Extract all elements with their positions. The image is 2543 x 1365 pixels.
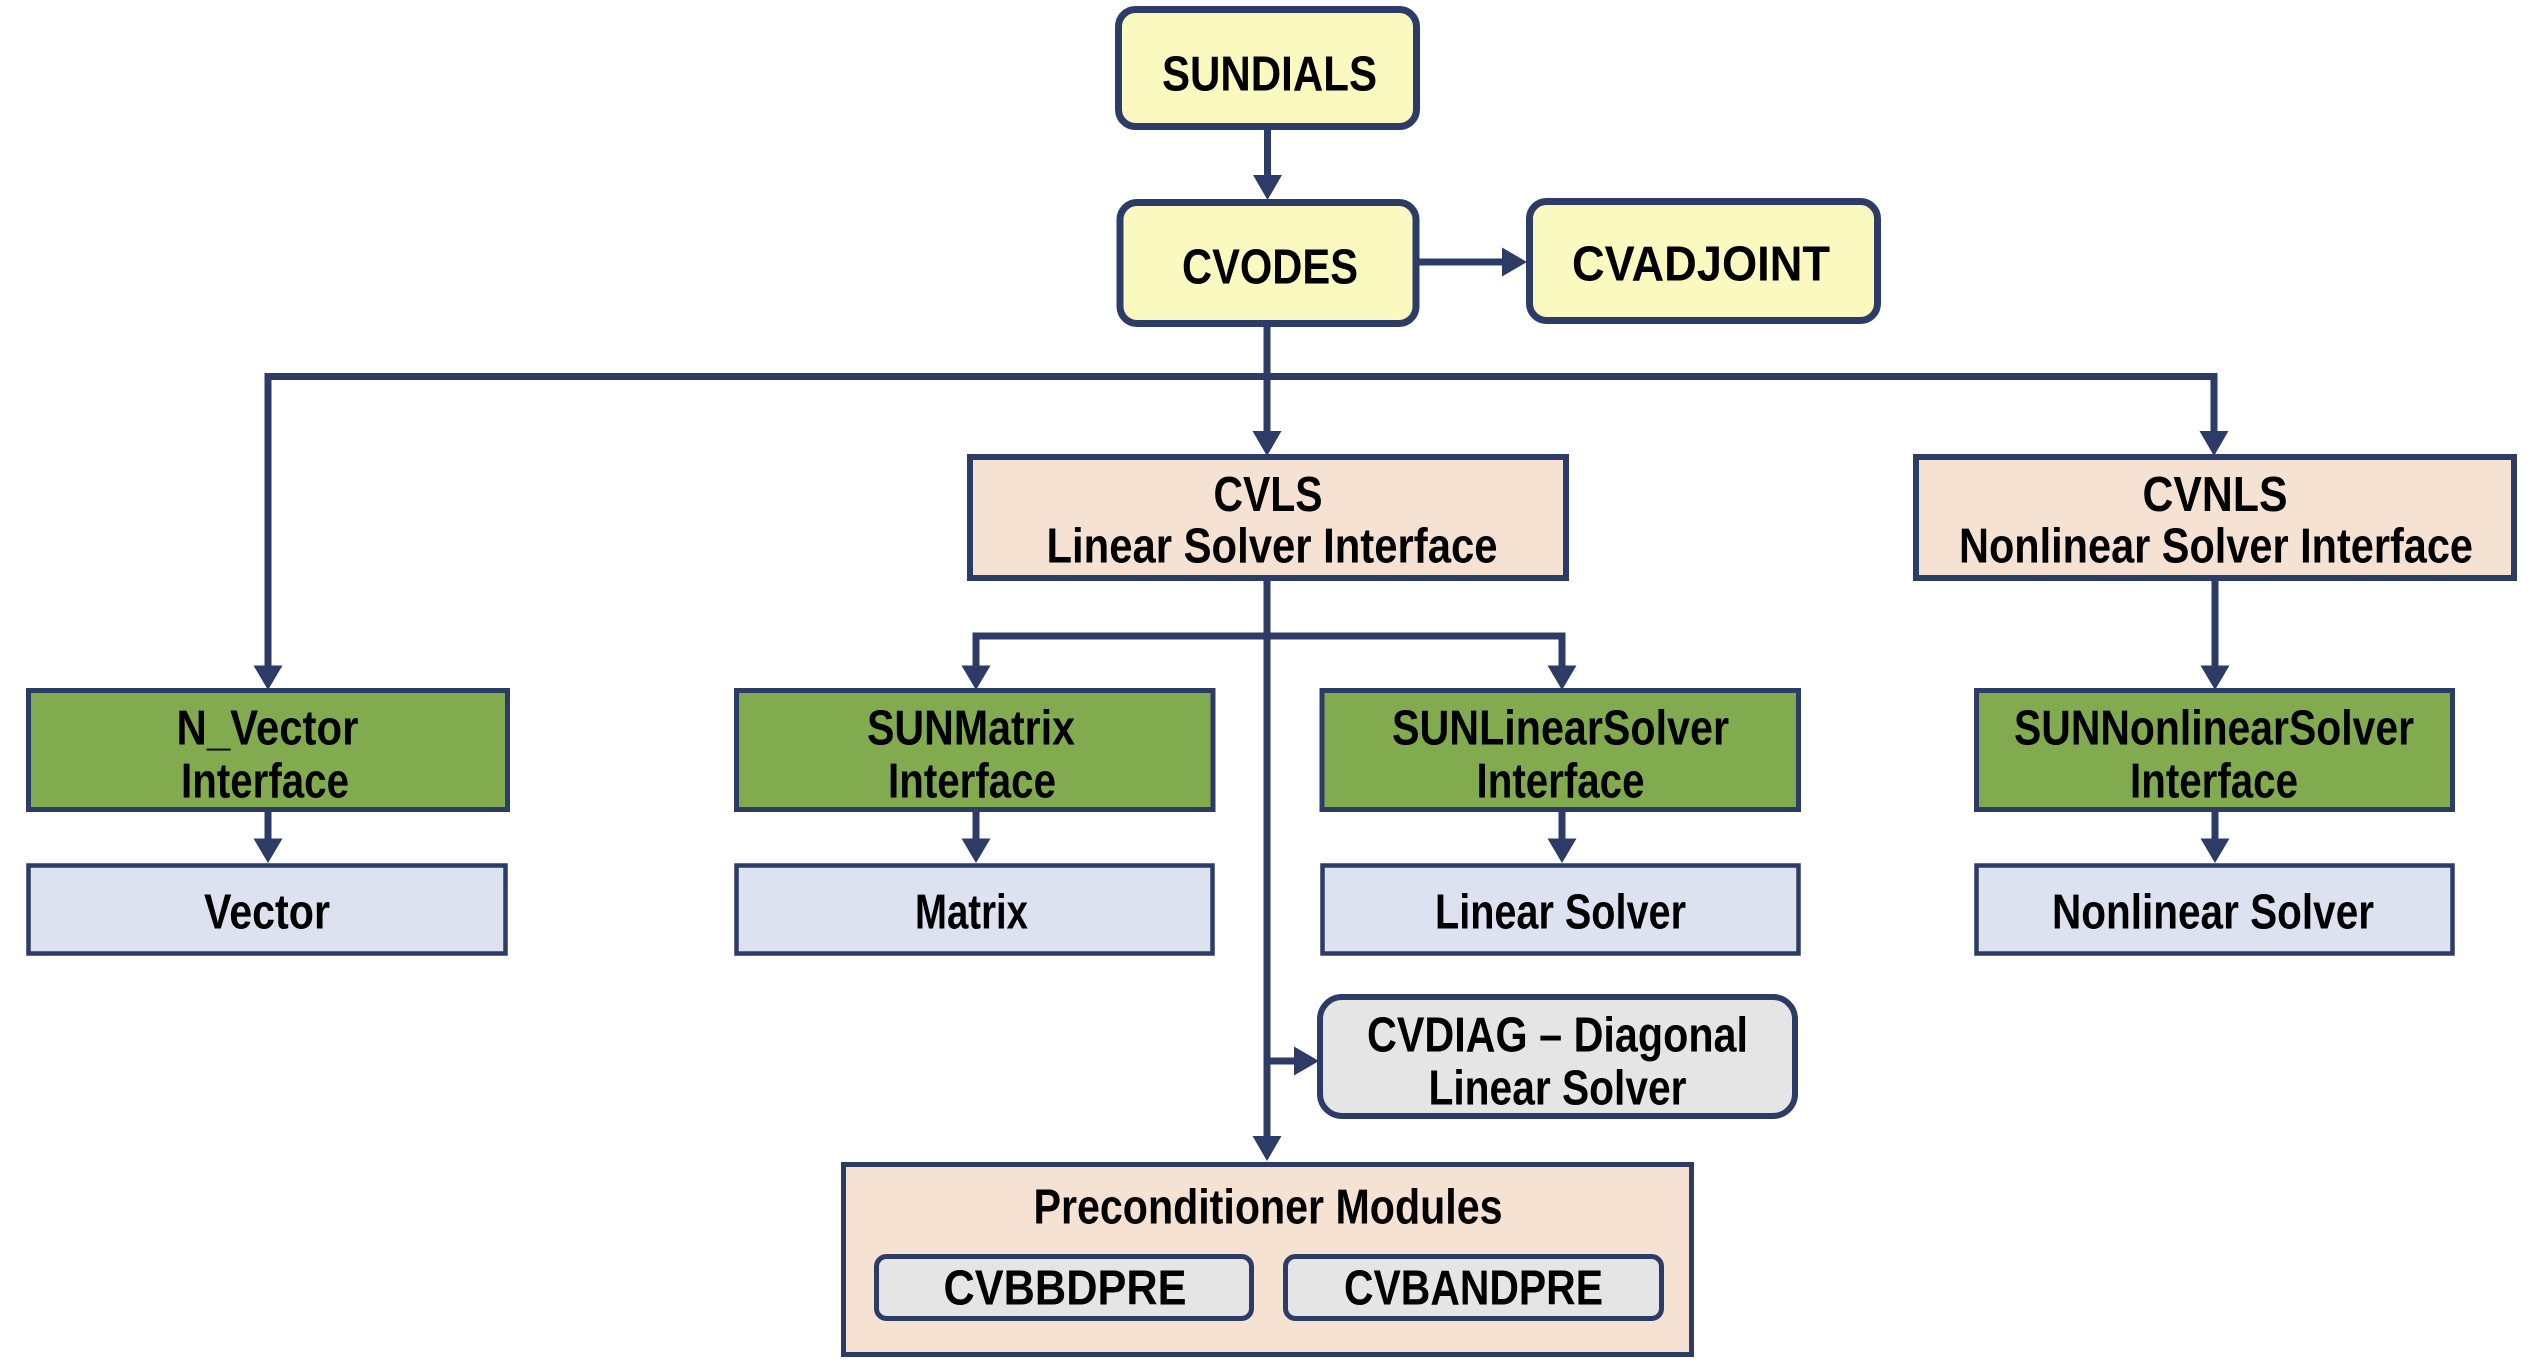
svg-text:Interface: Interface	[1477, 754, 1645, 809]
svg-text:Linear Solver: Linear Solver	[1429, 1061, 1687, 1116]
svg-text:Nonlinear Solver Interface: Nonlinear Solver Interface	[1959, 519, 2473, 574]
svg-text:CVODES: CVODES	[1182, 240, 1358, 295]
svg-text:SUNNonlinearSolver: SUNNonlinearSolver	[2014, 701, 2414, 756]
svg-text:CVNLS: CVNLS	[2143, 467, 2288, 522]
svg-text:Interface: Interface	[888, 754, 1056, 809]
svg-text:Interface: Interface	[181, 754, 349, 809]
svg-text:CVBANDPRE: CVBANDPRE	[1344, 1261, 1603, 1316]
svg-text:CVBBDPRE: CVBBDPRE	[944, 1261, 1187, 1316]
svg-text:CVLS: CVLS	[1214, 467, 1323, 522]
svg-text:Linear Solver: Linear Solver	[1435, 885, 1686, 940]
svg-text:Vector: Vector	[204, 885, 330, 940]
svg-text:CVADJOINT: CVADJOINT	[1572, 237, 1830, 292]
svg-text:SUNLinearSolver: SUNLinearSolver	[1392, 701, 1729, 756]
svg-text:Matrix: Matrix	[915, 885, 1028, 940]
svg-text:N_Vector: N_Vector	[177, 701, 359, 756]
svg-text:Preconditioner Modules: Preconditioner Modules	[1034, 1180, 1503, 1235]
svg-text:CVDIAG – Diagonal: CVDIAG – Diagonal	[1367, 1008, 1748, 1063]
svg-text:Nonlinear Solver: Nonlinear Solver	[2052, 885, 2374, 940]
svg-text:SUNMatrix: SUNMatrix	[867, 701, 1075, 756]
svg-text:Interface: Interface	[2130, 754, 2298, 809]
svg-text:Linear Solver Interface: Linear Solver Interface	[1047, 519, 1498, 574]
svg-text:SUNDIALS: SUNDIALS	[1162, 47, 1377, 102]
